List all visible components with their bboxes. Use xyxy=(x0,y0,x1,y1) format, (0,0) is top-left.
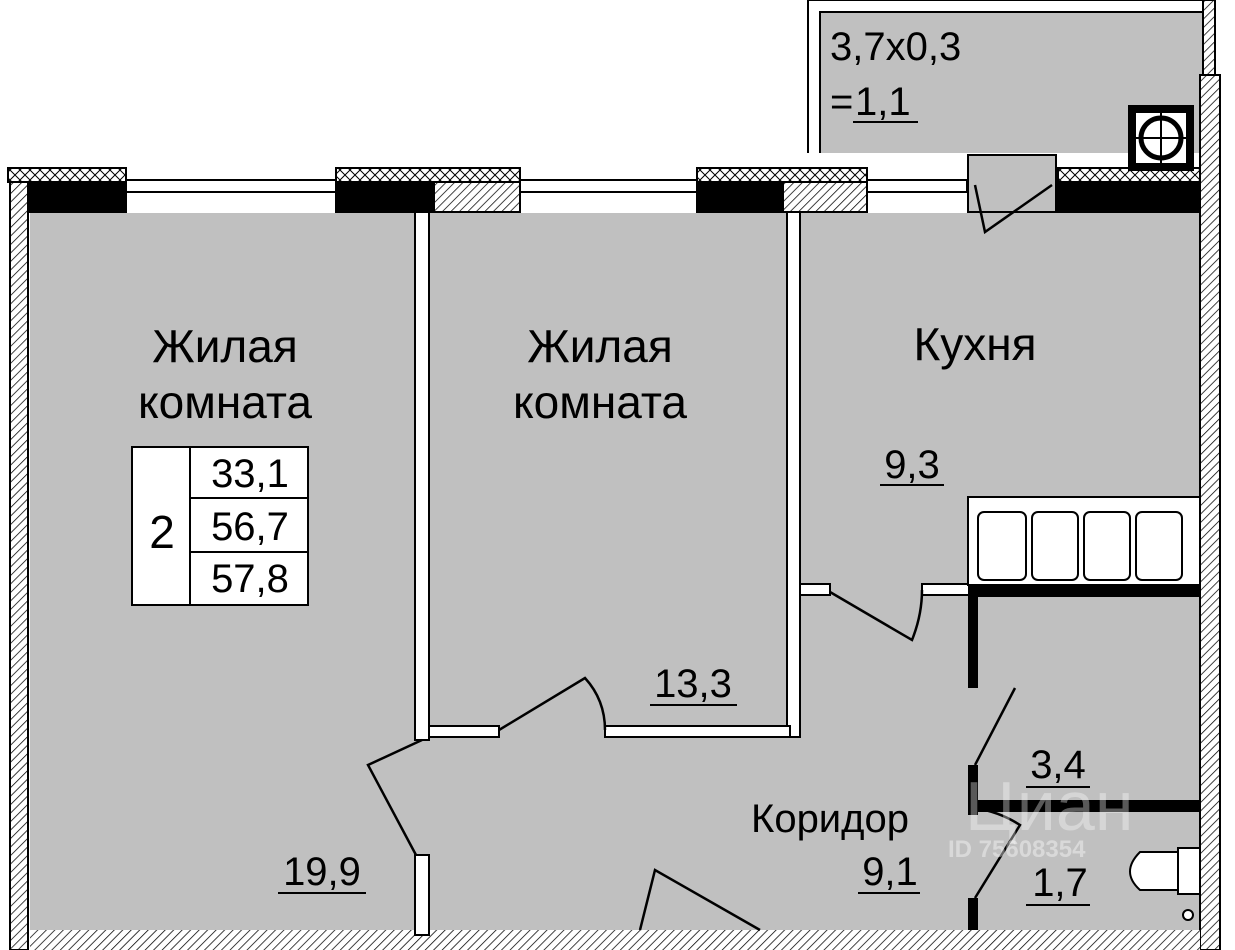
doors[interactable] xyxy=(366,589,1022,932)
ventilation-icon xyxy=(1128,105,1194,171)
partitions xyxy=(414,211,976,936)
living1-name-1: Жилая xyxy=(152,320,298,372)
balcony-door[interactable] xyxy=(973,183,1053,235)
room-count: 2 xyxy=(149,506,175,558)
windows xyxy=(125,154,1057,213)
kitchen-name: Кухня xyxy=(913,318,1036,370)
area-summary-table xyxy=(131,446,309,606)
balcony-dimensions: 3,7x0,3 xyxy=(830,25,961,69)
kitchen-area: 9,3 xyxy=(884,443,940,487)
kitchen-stove-icon xyxy=(967,496,1201,586)
balcony-area-prefix: = xyxy=(830,80,853,124)
total-with-balcony: 57,8 xyxy=(211,557,289,601)
watermark-id: ID 75608354 xyxy=(948,836,1086,863)
corridor-name: Коридор xyxy=(751,797,909,841)
living2-area: 13,3 xyxy=(654,662,732,706)
corridor-area: 9,1 xyxy=(862,850,918,894)
total-area: 56,7 xyxy=(211,505,289,549)
toilet-area: 1,7 xyxy=(1032,861,1088,905)
balcony-area: 1,1 xyxy=(855,80,911,124)
living2-name-1: Жилая xyxy=(527,320,673,372)
bathroom-area: 3,4 xyxy=(1030,743,1086,787)
watermark-brand: Циан xyxy=(965,767,1133,845)
toilet-icon xyxy=(1129,847,1201,921)
living-area: 33,1 xyxy=(211,452,289,496)
living1-name-2: комната xyxy=(138,376,312,428)
living1-area: 19,9 xyxy=(283,850,361,894)
living2-name-2: комната xyxy=(513,376,687,428)
